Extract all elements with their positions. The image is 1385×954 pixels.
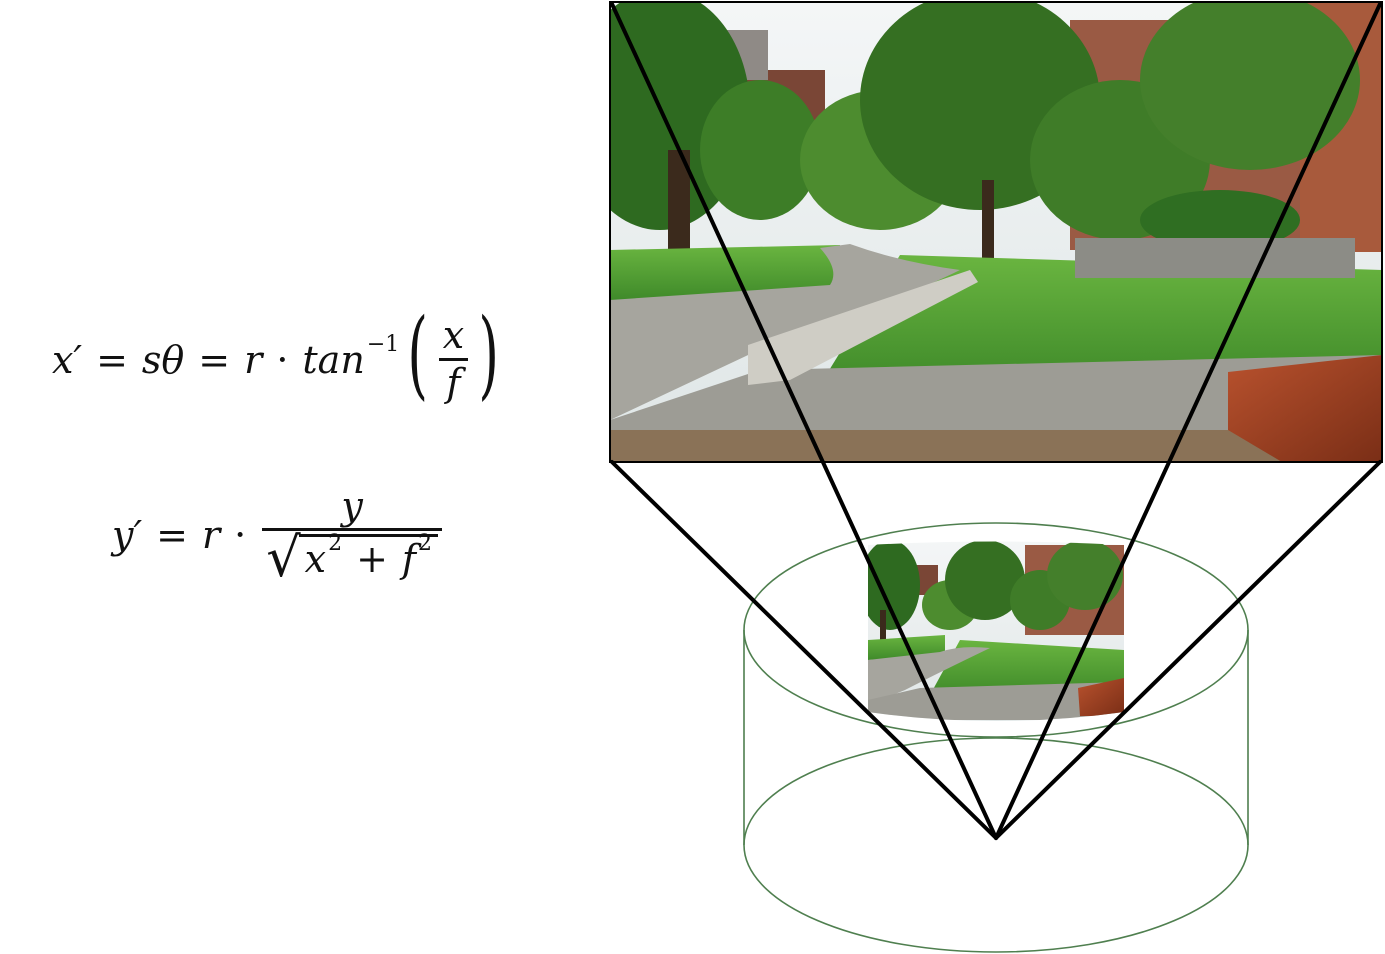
cylinder-bottom-ellipse: [743, 737, 1249, 953]
eq-y-frac-den: √ x 2 + f 2: [262, 531, 442, 585]
equation-y-prime: y′ = r · y √ x 2 + f 2: [112, 470, 444, 600]
equation-x-prime: x′ = sθ = r · tan −1 ( x f ): [52, 300, 508, 420]
eq-y-fraction: y √ x 2 + f 2: [262, 483, 442, 586]
eq-x-dot: ·: [276, 338, 289, 382]
eq-x-right-paren: ): [478, 298, 500, 410]
projection-rays: [610, 2, 1382, 840]
image-plane-photo: [610, 2, 1382, 462]
eq-x-fraction: x f: [438, 312, 469, 406]
image-plane-frame: [609, 1, 1383, 463]
eq-y-den-x: x: [304, 537, 327, 582]
eq-y-r: r: [201, 513, 221, 557]
cylindrical-projected-photo: [868, 541, 1124, 721]
eq-x-frac-den: f: [446, 360, 461, 405]
eq-x-exponent: −1: [366, 331, 400, 357]
eq-x-r: r: [244, 338, 263, 382]
eq-y-frac-num: y: [341, 483, 363, 528]
ray-left-inner: [610, 2, 998, 840]
eq-y-den-f: f: [401, 537, 416, 582]
eq-x-s-theta: sθ: [141, 338, 185, 382]
eq-x-equals-1: =: [96, 338, 128, 382]
eq-x-equals-2: =: [198, 338, 231, 382]
eq-y-den-f-exp: 2: [418, 530, 432, 556]
eq-x-lhs: x′: [52, 338, 83, 382]
eq-x-frac-bar: [438, 357, 469, 361]
eq-x-tan: tan: [302, 338, 365, 382]
ray-left-outer: [610, 460, 998, 840]
cylinder: [743, 522, 1249, 953]
eq-y-den-x-exp: 2: [328, 530, 343, 556]
eq-y-radicand: x 2 + f 2: [298, 530, 438, 583]
eq-x-frac-num: x: [442, 312, 465, 357]
eq-y-equals: =: [156, 513, 188, 557]
ray-right-inner: [994, 2, 1382, 840]
eq-y-den-plus: +: [356, 537, 388, 582]
sqrt-icon: √: [266, 526, 301, 590]
ray-right-outer: [994, 460, 1382, 840]
eq-x-left-paren: (: [407, 298, 429, 410]
eq-y-lhs: y′: [112, 513, 143, 557]
eq-y-frac-bar: [262, 528, 442, 532]
eq-y-dot: ·: [234, 513, 247, 557]
